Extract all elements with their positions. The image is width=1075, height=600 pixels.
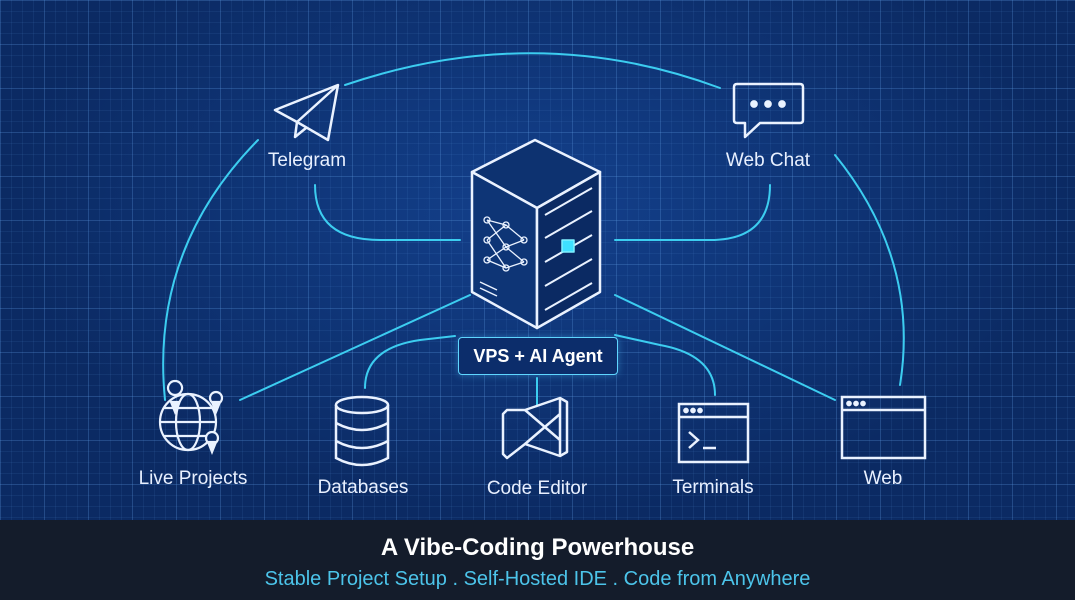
- web-connector: [614, 294, 836, 401]
- terminal-icon: [677, 402, 750, 464]
- live-projects-label: Live Projects: [138, 468, 248, 489]
- telegram-connector: [314, 184, 461, 241]
- browser-window-icon: [840, 395, 927, 460]
- top-arc-connector: [344, 52, 721, 89]
- right-outer-arc: [834, 154, 905, 386]
- webchat-connector: [614, 184, 771, 241]
- databases-label: Databases: [317, 477, 409, 498]
- code-editor-label: Code Editor: [486, 478, 588, 499]
- server-ai-icon: [470, 138, 602, 330]
- vps-agent-box: VPS + AI Agent: [458, 337, 618, 375]
- live-projects-connector: [239, 294, 471, 401]
- connection-lines: [158, 52, 927, 467]
- telegram-plane-icon: [273, 83, 340, 142]
- terminals-connector: [614, 334, 716, 396]
- code-editor-icon: [501, 396, 569, 460]
- terminals-label: Terminals: [672, 477, 754, 498]
- chat-bubble-icon: [732, 82, 805, 139]
- footer-subtitle: Stable Project Setup . Self-Hosted IDE .…: [264, 568, 811, 590]
- left-outer-arc: [162, 139, 259, 401]
- diagram-canvas: Telegram Web Chat Live Projects Database…: [0, 0, 1075, 520]
- footer-title: A Vibe-Coding Powerhouse: [380, 534, 695, 561]
- web-chat-label: Web Chat: [725, 150, 811, 171]
- web-label: Web: [863, 468, 903, 489]
- vps-agent-label: VPS + AI Agent: [473, 345, 603, 366]
- globe-pins-icon: [158, 379, 224, 455]
- database-icon: [334, 395, 390, 467]
- telegram-label: Telegram: [267, 150, 347, 171]
- databases-connector: [364, 335, 456, 389]
- footer-banner: A Vibe-Coding Powerhouse Stable Project …: [0, 520, 1075, 600]
